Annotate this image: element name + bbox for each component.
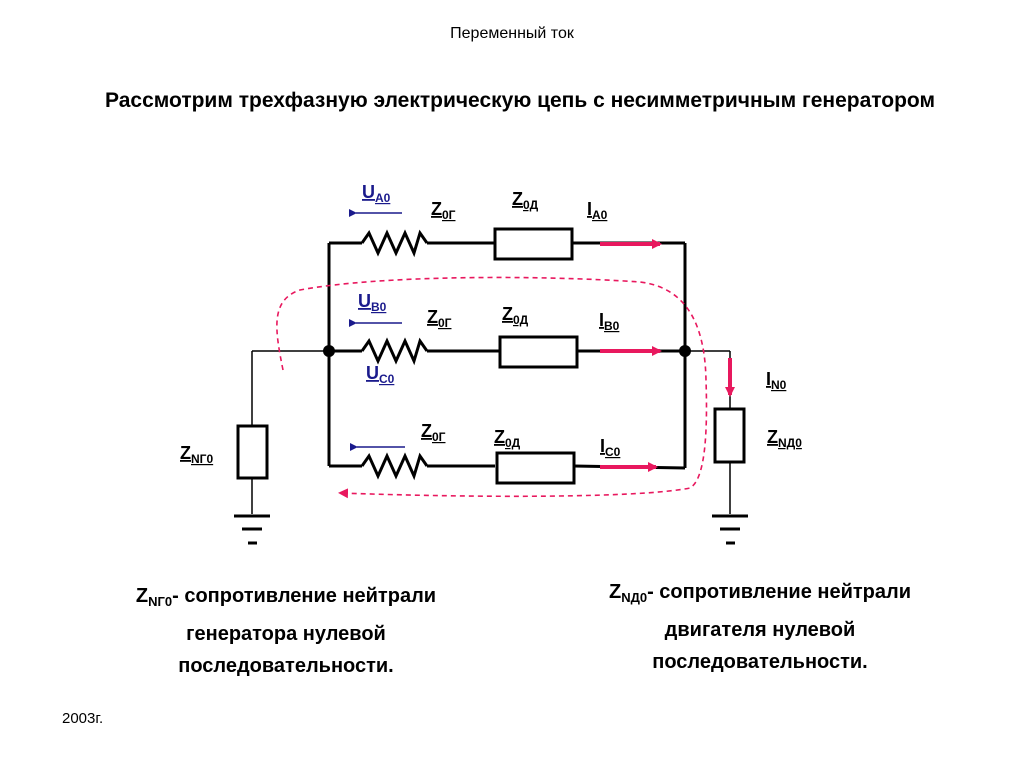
slide-title: Рассмотрим трехфазную электрическую цепь… [104, 89, 936, 112]
neutral-wires [251, 350, 731, 514]
label-znd0: ZNД0 [767, 427, 802, 450]
label-ua0: UA0 [362, 182, 391, 205]
resistor-zng0 [236, 424, 269, 480]
label-ia0: IA0 [587, 199, 608, 222]
slide-header: Переменный ток [450, 25, 574, 42]
label-z0d-c: Z0Д [494, 427, 521, 450]
inductor-phase-c [360, 452, 429, 481]
resistor-phase-c [495, 451, 576, 485]
svg-text:ZNГ0: ZNГ0 [180, 443, 213, 466]
caption-zng0-symbol: Z [135, 585, 149, 607]
svg-text:ZNД0: ZNД0 [767, 427, 802, 450]
caption-znd0-subscript: NД0 [621, 590, 648, 605]
label-z0g-c: Z0Г [421, 421, 446, 444]
inductor-phase-a [360, 229, 429, 258]
label-z0g-a: Z0Г [431, 199, 456, 222]
resistor-znd0 [713, 407, 746, 464]
label-uc0: UC0 [366, 363, 395, 386]
caption-zng0-text: - сопротивление нейтрали генератора нуле… [172, 585, 437, 677]
svg-text:UB0: UB0 [358, 291, 387, 314]
svg-text:Z0Д: Z0Д [502, 304, 529, 327]
label-z0d-a: Z0Д [512, 189, 539, 212]
svg-text:IC0: IC0 [600, 436, 621, 459]
label-z0d-b: Z0Д [502, 304, 529, 327]
ground-icon [234, 514, 270, 545]
caption-znd0: ZNД0- сопротивление нейтрали двигателя н… [556, 576, 964, 678]
svg-text:UA0: UA0 [362, 182, 391, 205]
label-zng0: ZNГ0 [180, 443, 213, 466]
resistor-phase-b [498, 335, 579, 369]
inductor-phase-b [360, 337, 429, 366]
resistor-phase-a [493, 227, 574, 261]
svg-text:Z0Г: Z0Г [431, 199, 456, 222]
ground-icon [712, 514, 748, 545]
svg-text:UC0: UC0 [366, 363, 395, 386]
label-z0g-b: Z0Г [427, 307, 452, 330]
svg-text:Z0Г: Z0Г [421, 421, 446, 444]
svg-text:IA0: IA0 [587, 199, 608, 222]
label-ib0: IB0 [599, 310, 620, 333]
label-in0: IN0 [766, 369, 787, 392]
caption-znd0-text: - сопротивление нейтрали двигателя нулев… [647, 581, 912, 673]
label-ic0: IC0 [600, 436, 621, 459]
svg-text:Z0Д: Z0Д [512, 189, 539, 212]
svg-text:IB0: IB0 [599, 310, 620, 333]
footer-year: 2003г. [62, 710, 104, 727]
current-arrows [600, 239, 735, 472]
svg-text:Z0Г: Z0Г [427, 307, 452, 330]
junction-dot-right [679, 345, 691, 357]
caption-znd0-symbol: Z [608, 581, 622, 603]
label-ub0: UB0 [358, 291, 387, 314]
junction-dot-left [323, 345, 335, 357]
voltage-arrows [349, 209, 405, 451]
caption-zng0: ZNГ0- сопротивление нейтрали генератора … [86, 580, 486, 682]
caption-zng0-subscript: NГ0 [148, 594, 173, 609]
zero-sequence-loop [276, 276, 708, 499]
svg-text:IN0: IN0 [766, 369, 787, 392]
svg-text:Z0Д: Z0Д [494, 427, 521, 450]
